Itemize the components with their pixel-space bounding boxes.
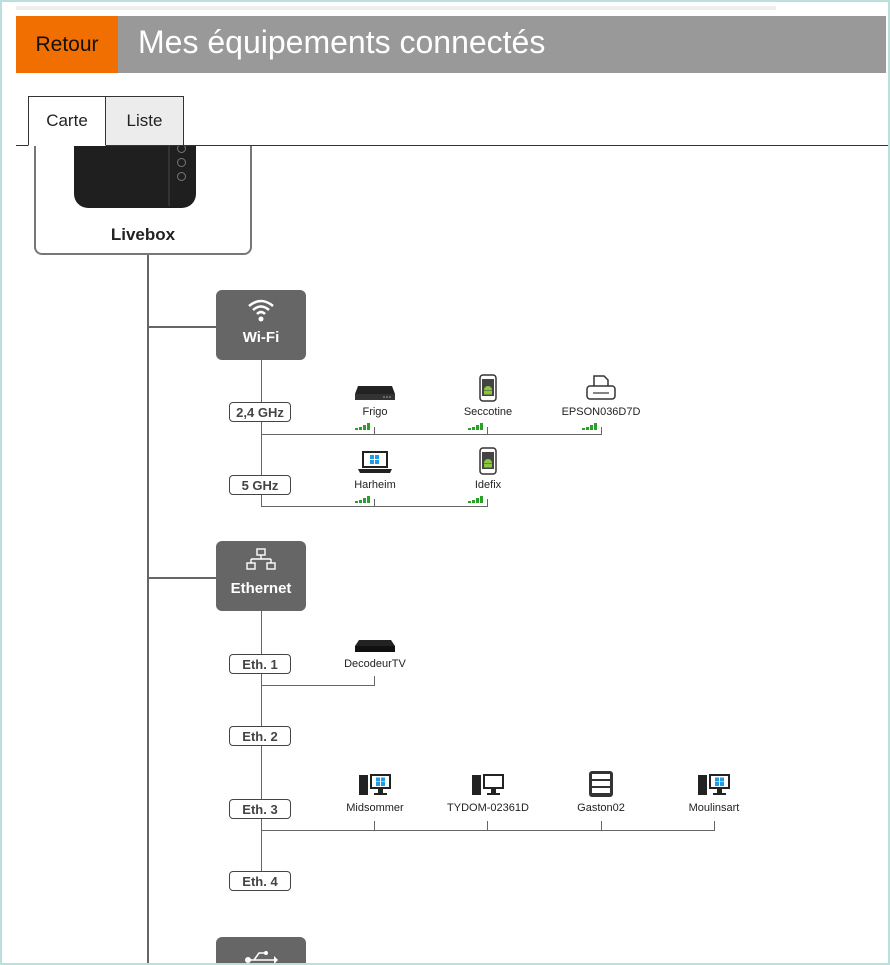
device-name: Gaston02	[577, 802, 625, 814]
port-eth2[interactable]: Eth. 2	[229, 726, 291, 746]
device-name: EPSON036D7D	[561, 406, 641, 418]
port-eth1[interactable]: Eth. 1	[229, 654, 291, 674]
tv-decoder-icon	[315, 626, 435, 654]
port-eth4[interactable]: Eth. 4	[229, 871, 291, 891]
device-name: TYDOM-02361D	[447, 802, 529, 814]
device-name: Moulinsart	[688, 802, 740, 814]
view-tabs: Carte Liste	[28, 96, 184, 146]
wifi-label: Wi-Fi	[242, 329, 280, 346]
tabs-divider	[16, 145, 888, 146]
device-midsommer[interactable]: Midsommer	[315, 770, 435, 814]
drop-line	[374, 821, 375, 831]
signal-strength-icon	[468, 495, 486, 503]
device-seccotine[interactable]: Seccotine	[428, 374, 548, 418]
printer-icon	[541, 374, 661, 402]
tab-liste[interactable]: Liste	[106, 96, 184, 146]
device-decodeurtv[interactable]: DecodeurTV	[315, 626, 435, 670]
livebox-node[interactable]: Livebox	[34, 146, 252, 255]
drop-line	[714, 821, 715, 831]
drop-line	[374, 427, 375, 435]
device-gaston02[interactable]: Gaston02	[541, 770, 661, 814]
device-name: Harheim	[354, 479, 396, 491]
port-eth3[interactable]: Eth. 3	[229, 799, 291, 819]
page-title: Mes équipements connectés	[138, 24, 546, 60]
signal-strength-icon	[582, 422, 600, 430]
drop-line	[487, 821, 488, 831]
device-moulinsart[interactable]: Moulinsart	[654, 770, 774, 814]
ethernet-node[interactable]: Ethernet	[216, 541, 306, 611]
device-epson[interactable]: EPSON036D7D	[541, 374, 661, 418]
drop-line	[601, 427, 602, 435]
wifi-icon	[216, 297, 306, 323]
device-tydom[interactable]: TYDOM-02361D	[428, 770, 548, 814]
top-strip	[16, 6, 776, 10]
network-icon	[216, 548, 306, 574]
drop-line	[601, 821, 602, 831]
wifi-branch-line	[261, 360, 262, 507]
drop-line	[487, 499, 488, 507]
device-name: Seccotine	[463, 406, 513, 418]
livebox-label: Livebox	[110, 225, 176, 244]
device-idefix[interactable]: Idefix	[428, 447, 548, 491]
android-phone-icon	[428, 374, 548, 402]
device-name: Idefix	[474, 479, 502, 491]
band-2-4ghz[interactable]: 2,4 GHz	[229, 402, 291, 422]
signal-strength-icon	[355, 495, 373, 503]
trunk-line	[147, 255, 149, 963]
nas-server-icon	[541, 770, 661, 798]
set-top-box-icon	[315, 374, 435, 402]
drop-line	[374, 676, 375, 686]
device-frigo[interactable]: Frigo	[315, 374, 435, 418]
ethernet-label: Ethernet	[230, 580, 292, 597]
drop-line	[374, 499, 375, 507]
android-phone-icon	[428, 447, 548, 475]
tab-carte[interactable]: Carte	[28, 96, 106, 146]
windows-desktop-icon	[654, 770, 774, 798]
port-eth1-bus	[261, 685, 375, 686]
windows-laptop-icon	[315, 447, 435, 475]
drop-line	[487, 427, 488, 435]
ethernet-connector	[147, 577, 217, 579]
device-name: DecodeurTV	[344, 658, 406, 670]
desktop-icon	[428, 770, 548, 798]
back-button[interactable]: Retour	[16, 16, 118, 73]
ethernet-branch-line	[261, 611, 262, 881]
device-name: Frigo	[362, 406, 388, 418]
usb-node[interactable]	[216, 937, 306, 963]
page-header: Retour Mes équipements connectés	[16, 16, 886, 73]
wifi-node[interactable]: Wi-Fi	[216, 290, 306, 360]
wifi-connector	[147, 326, 217, 328]
network-map: Livebox Wi-Fi 2,4 GHz Frigo Seccotine	[0, 146, 890, 963]
usb-icon	[216, 944, 306, 963]
band-2-4ghz-bus	[261, 434, 602, 435]
device-harheim[interactable]: Harheim	[315, 447, 435, 491]
signal-strength-icon	[355, 422, 373, 430]
band-5ghz[interactable]: 5 GHz	[229, 475, 291, 495]
signal-strength-icon	[468, 422, 486, 430]
device-name: Midsommer	[346, 802, 404, 814]
livebox-device-icon	[74, 146, 196, 208]
windows-desktop-icon	[315, 770, 435, 798]
